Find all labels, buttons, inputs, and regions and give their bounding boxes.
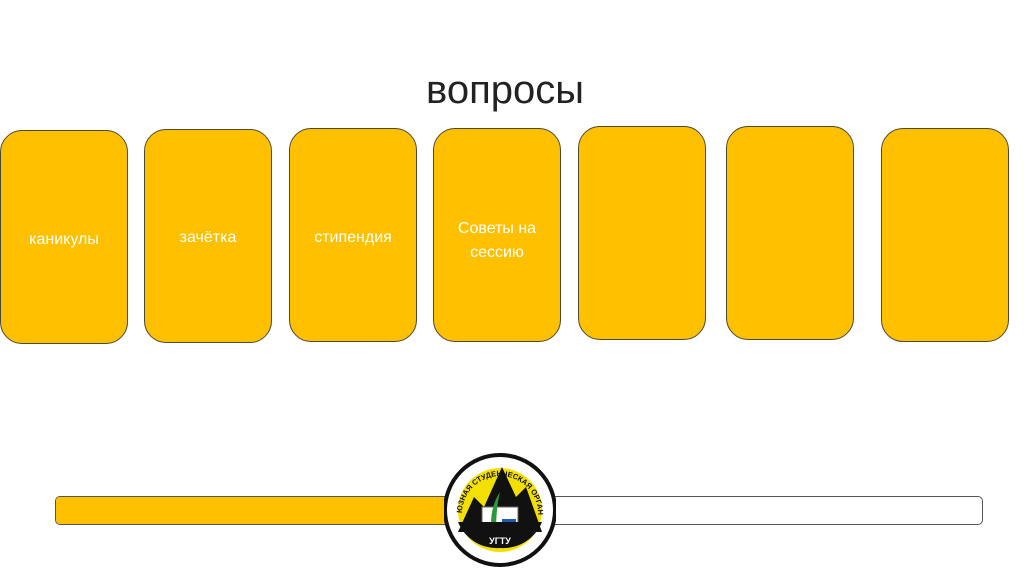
card-zachetka[interactable]: зачётка [144, 129, 272, 343]
card-stipendiya[interactable]: стипендия [289, 128, 417, 342]
card-empty-6[interactable] [726, 126, 854, 340]
progress-fill [56, 497, 455, 524]
card-kanikuly[interactable]: каникулы [0, 130, 128, 344]
card-label: каникулы [29, 231, 99, 248]
card-sovety[interactable]: Советы на сессию [433, 128, 561, 342]
card-label: стипендия [314, 229, 392, 246]
card-empty-5[interactable] [578, 126, 706, 340]
organization-logo: УГТУ ПРОФСОЮЗНАЯ СТУДЕНЧЕСКАЯ ОРГАНИЗАЦИ… [444, 452, 556, 567]
logo-bottom-text: УГТУ [489, 536, 511, 546]
card-label: зачётка [179, 229, 237, 246]
slide-title: вопросы [426, 68, 584, 112]
card-label: Советы на сессию [457, 220, 537, 261]
card-empty-7[interactable] [881, 128, 1009, 342]
